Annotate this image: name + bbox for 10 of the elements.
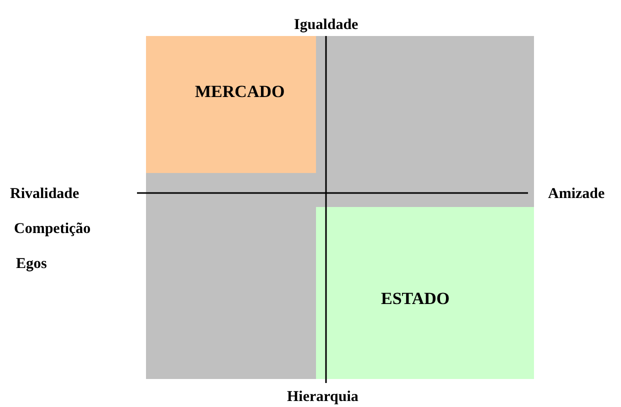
axis-label: Igualdade [294,16,358,34]
quadrant-label: ESTADO [381,289,450,309]
axis-label: Rivalidade [10,185,80,203]
axis-note: Competição [14,220,91,238]
quadrant-label: MERCADO [195,82,285,102]
axis-label: Amizade [548,185,605,203]
axis-label: Hierarquia [287,388,358,406]
quadrant-box [316,207,534,379]
axis-note: Egos [16,255,47,273]
quadrant-box [146,36,316,173]
